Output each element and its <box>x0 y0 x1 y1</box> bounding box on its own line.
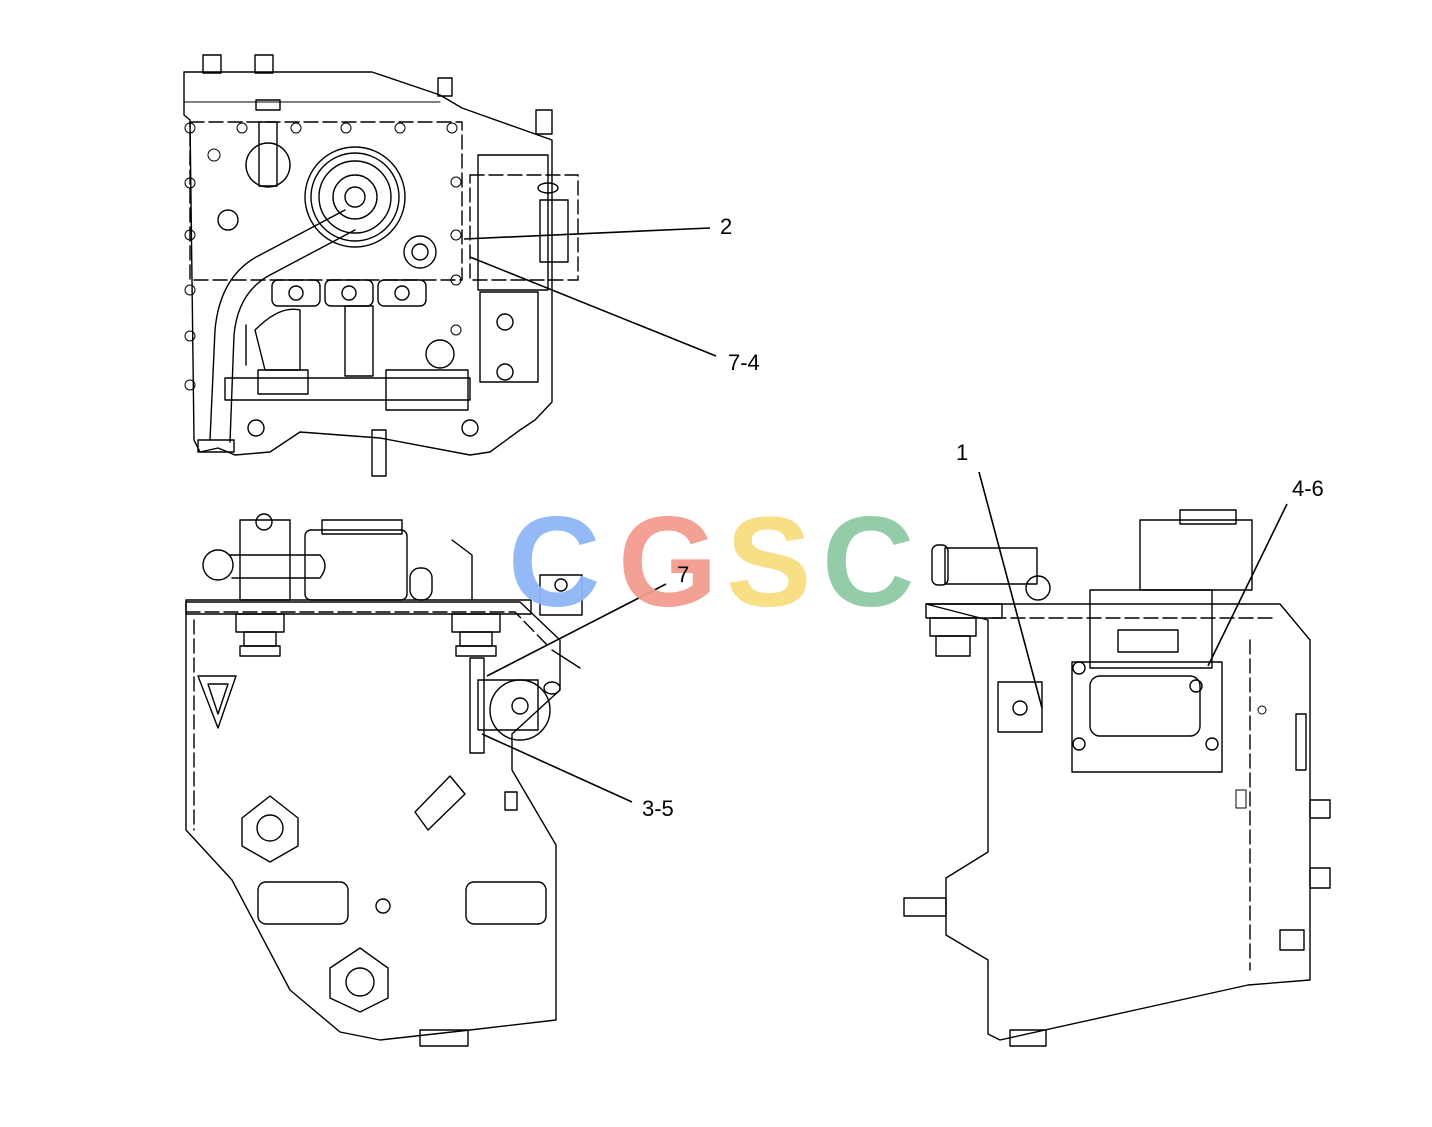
cgsc-watermark: C G S C <box>508 491 914 634</box>
side-view-drawing <box>903 509 1331 1047</box>
leader-4-6 <box>1207 503 1288 667</box>
watermark-letter-c1: C <box>508 491 600 634</box>
callout-7: 7 <box>677 562 689 587</box>
callout-labels: 2 7-4 1 4-6 7 3-5 <box>642 214 1324 821</box>
leader-7-4 <box>469 256 717 357</box>
watermark-letter-c2: C <box>822 491 914 634</box>
watermark-letter-g: G <box>618 491 718 634</box>
callout-2: 2 <box>720 214 732 239</box>
leader-2 <box>463 227 711 240</box>
top-view-drawing <box>183 54 579 477</box>
leader-1 <box>978 471 1043 709</box>
leader-lines <box>463 227 1288 803</box>
callout-1: 1 <box>956 440 968 465</box>
watermark-letter-s: S <box>726 491 811 634</box>
leader-7 <box>486 583 667 677</box>
callout-7-4: 7-4 <box>728 350 760 375</box>
callout-4-6: 4-6 <box>1292 476 1324 501</box>
front-view-drawing <box>185 513 583 1047</box>
callout-3-5: 3-5 <box>642 796 674 821</box>
leader-3-5 <box>481 733 633 803</box>
